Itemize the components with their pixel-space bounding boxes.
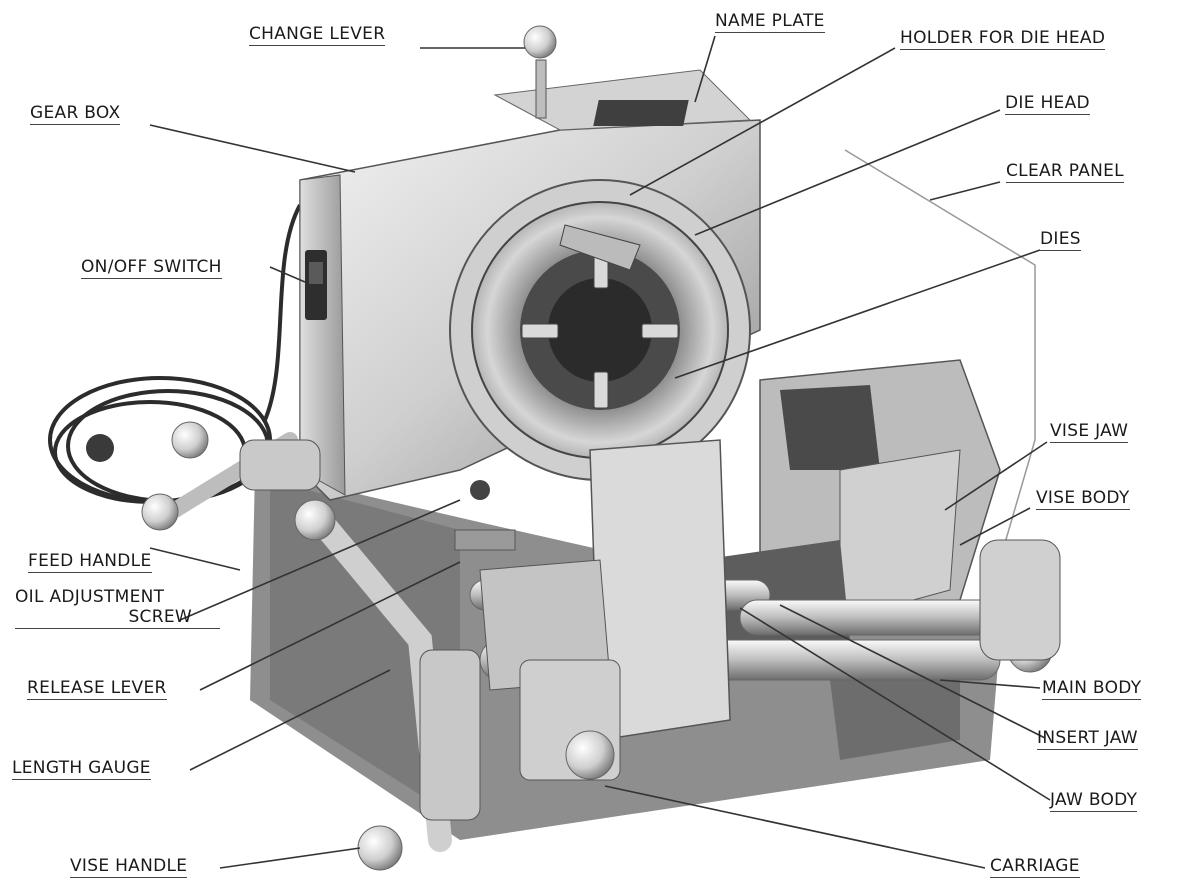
leader-lines bbox=[149, 35, 1051, 869]
clear-panel-outline bbox=[844, 149, 1036, 561]
label-main-body: MAIN BODY bbox=[1042, 678, 1142, 700]
label-change-lever: CHANGE LEVER bbox=[249, 24, 386, 46]
label-jaw-body: JAW BODY bbox=[1050, 790, 1138, 812]
label-dies: DIES bbox=[1040, 229, 1081, 251]
label-gear-box: GEAR BOX bbox=[30, 103, 121, 125]
plug bbox=[86, 434, 114, 462]
label-feed-handle: FEED HANDLE bbox=[28, 551, 152, 573]
label-oil-adjustment-screw: OIL ADJUSTMENT SCREW bbox=[15, 587, 220, 629]
change-lever-knob bbox=[523, 25, 557, 59]
label-clear-panel: CLEAR PANEL bbox=[1006, 161, 1124, 183]
switch-body bbox=[305, 250, 327, 320]
label-vise-handle: VISE HANDLE bbox=[70, 856, 188, 878]
label-carriage: CARRIAGE bbox=[990, 856, 1080, 878]
label-vise-body: VISE BODY bbox=[1036, 488, 1130, 510]
label-vise-jaw: VISE JAW bbox=[1050, 421, 1129, 443]
die-head-holder bbox=[559, 224, 641, 271]
label-name-plate: NAME PLATE bbox=[715, 11, 825, 33]
label-release-lever: RELEASE LEVER bbox=[27, 678, 167, 700]
label-holder-for-die-head: HOLDER FOR DIE HEAD bbox=[900, 28, 1106, 50]
label-on-off-switch: ON/OFF SWITCH bbox=[81, 257, 222, 279]
label-insert-jaw: INSERT JAW bbox=[1037, 728, 1138, 750]
label-length-gauge: LENGTH GAUGE bbox=[12, 758, 151, 780]
label-die-head: DIE HEAD bbox=[1005, 93, 1090, 115]
name-plate-shape bbox=[593, 100, 689, 126]
oil-adjustment-line-1: OIL ADJUSTMENT bbox=[15, 587, 165, 607]
oil-adjustment-line-2: SCREW bbox=[128, 607, 192, 627]
